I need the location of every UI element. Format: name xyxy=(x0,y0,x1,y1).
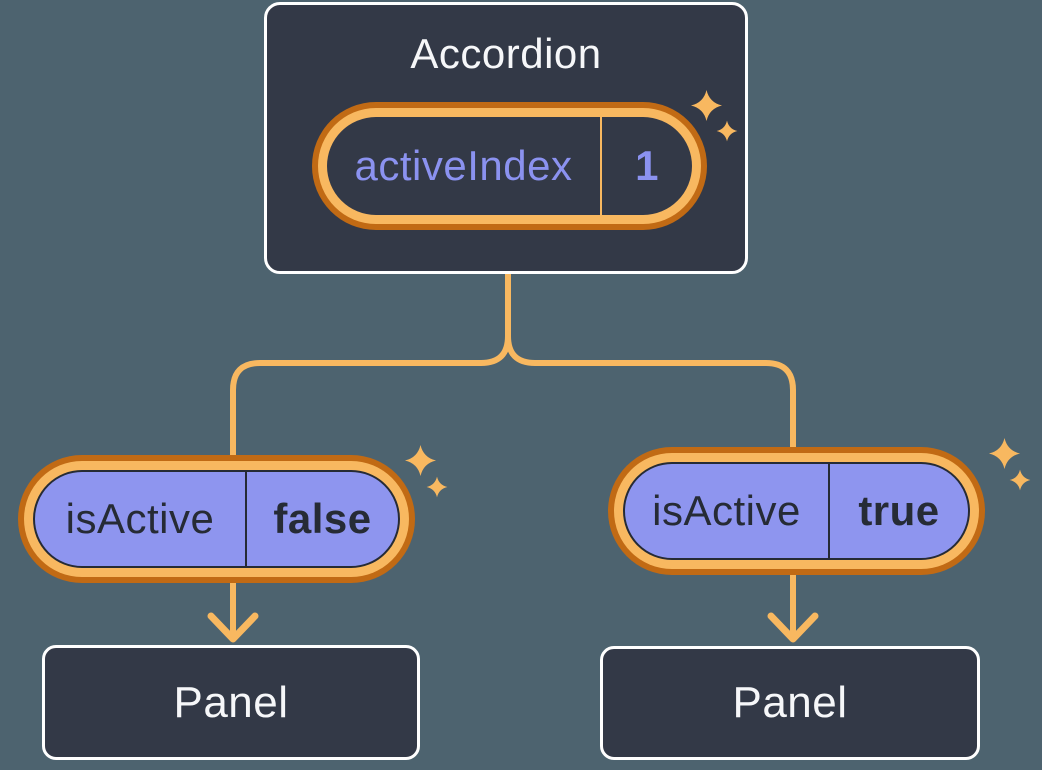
prop-pill-right-core: isActive true xyxy=(623,462,970,560)
prop-pill-right: isActive true xyxy=(608,447,985,575)
prop-value-label: true xyxy=(858,487,940,534)
state-value-label: 1 xyxy=(635,142,659,189)
state-name-label: activeIndex xyxy=(354,142,573,189)
panel-box-right: Panel xyxy=(600,646,980,760)
prop-pill-left-core: isActive false xyxy=(33,470,400,568)
sparkle-icon xyxy=(426,476,448,498)
prop-name-label: isActive xyxy=(652,487,801,534)
prop-pill-divider xyxy=(828,464,830,558)
panel-box-left: Panel xyxy=(42,645,420,760)
state-pill: activeIndex 1 xyxy=(312,102,707,230)
state-pill-core: activeIndex 1 xyxy=(327,117,692,215)
arrow-down-icon xyxy=(767,612,819,643)
state-pill-divider xyxy=(600,117,602,215)
prop-pill-left: isActive false xyxy=(18,455,415,583)
sparkle-icon xyxy=(404,444,437,477)
accordion-title: Accordion xyxy=(410,30,602,77)
state-pill-inner-ring: activeIndex 1 xyxy=(318,108,701,224)
accordion-component-box: Accordion activeIndex 1 xyxy=(264,2,748,274)
sparkle-icon xyxy=(988,437,1021,470)
panel-label: Panel xyxy=(173,677,289,727)
sparkle-icon xyxy=(1009,469,1031,491)
prop-name-label: isActive xyxy=(65,495,215,542)
prop-value-label: false xyxy=(273,495,372,542)
prop-pill-left-inner-ring: isActive false xyxy=(24,461,409,577)
arrow-down-icon xyxy=(207,612,259,643)
prop-pill-right-inner-ring: isActive true xyxy=(614,453,979,569)
panel-label: Panel xyxy=(732,678,848,727)
